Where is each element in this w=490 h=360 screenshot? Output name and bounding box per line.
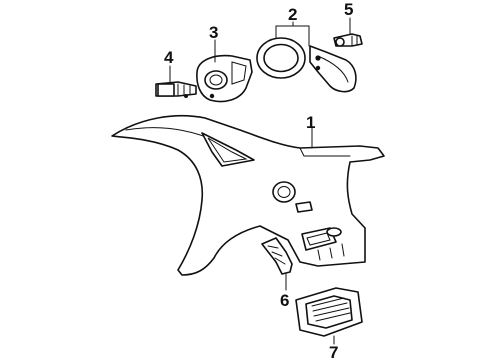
callout-6: 6	[280, 291, 289, 310]
callout-4: 4	[164, 48, 174, 67]
release-cable-end	[333, 17, 363, 47]
callout-3: 3	[209, 23, 218, 42]
vent-grille	[295, 287, 363, 345]
callout-1: 1	[306, 113, 315, 132]
callout-2: 2	[288, 5, 297, 24]
filler-pocket	[196, 39, 253, 103]
callout-7: 7	[329, 343, 338, 360]
quarter-panel	[111, 115, 385, 276]
fuel-door-assembly	[256, 21, 357, 93]
splash-shield	[261, 237, 293, 291]
callout-5: 5	[344, 0, 353, 19]
lock-actuator	[155, 65, 197, 98]
